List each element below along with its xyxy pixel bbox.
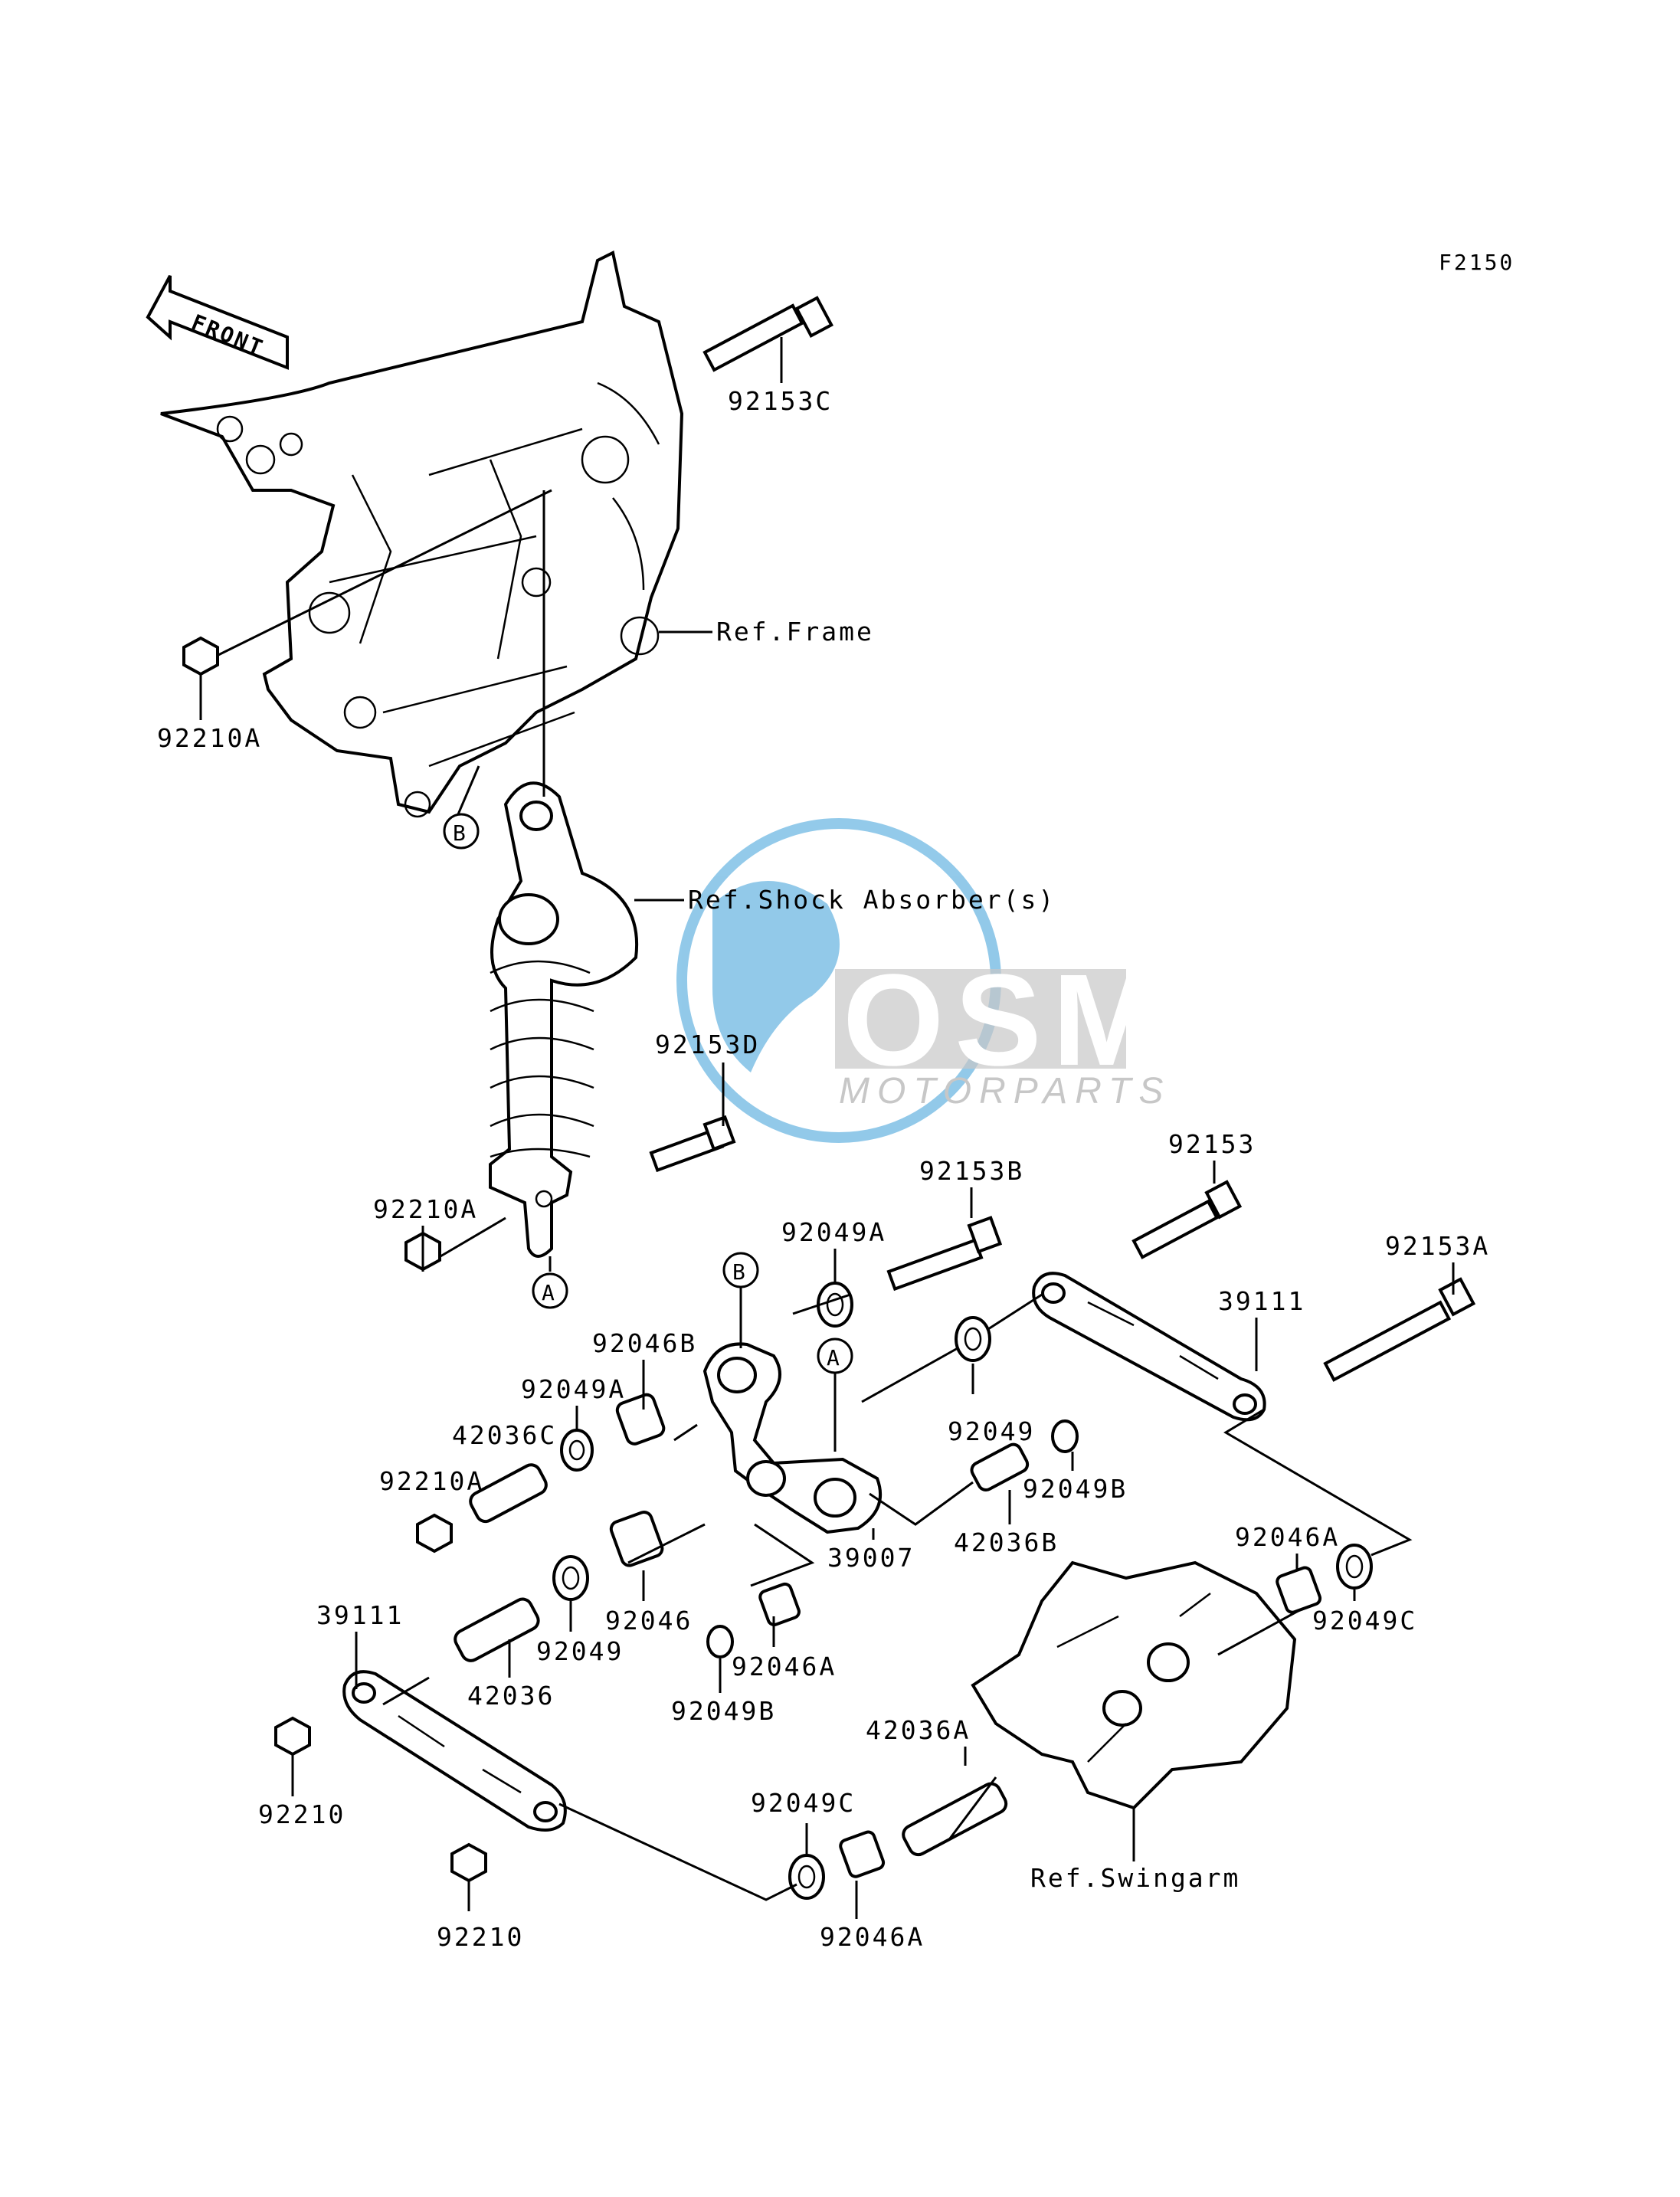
label-42036B: 42036B — [954, 1527, 1059, 1557]
callout-A-shock: A — [532, 1272, 568, 1309]
rocker-arm-39007-drawing — [702, 1342, 883, 1534]
label-92046B: 92046B — [592, 1328, 697, 1358]
label-ref-shock-absorber: Ref.Shock Absorber(s) — [688, 885, 1056, 915]
leader-lines — [199, 337, 1455, 1919]
callout-B-rocker: B — [722, 1252, 759, 1288]
label-92049-right: 92049 — [948, 1416, 1035, 1446]
label-92049B-right: 92049B — [1023, 1474, 1128, 1504]
callout-B-frame: B — [443, 813, 480, 850]
seal-92049B-right-icon — [1051, 1419, 1079, 1453]
label-92210-low: 92210 — [437, 1922, 524, 1952]
bolt-92153B-icon — [886, 1216, 1003, 1292]
label-92153D: 92153D — [655, 1030, 760, 1059]
tie-rod-left-drawing — [342, 1670, 567, 1832]
label-92210A-top: 92210A — [157, 723, 262, 753]
seal-92049-right-icon — [955, 1316, 991, 1362]
bolt-92153A-icon — [1323, 1277, 1476, 1382]
label-ref-swingarm: Ref.Swingarm — [1030, 1863, 1240, 1893]
bearing-92046B-icon — [615, 1393, 666, 1446]
label-42036: 42036 — [467, 1681, 555, 1711]
shock-absorber-drawing — [489, 781, 639, 1258]
bearing-92046A-low-icon — [839, 1830, 886, 1878]
watermark-logo: OSM MOTORPARTS — [676, 818, 1171, 1143]
collar-42036B-icon — [970, 1442, 1030, 1492]
label-92153A: 92153A — [1385, 1231, 1490, 1261]
bolt-92153D-icon — [649, 1115, 736, 1173]
svg-text:B: B — [453, 820, 466, 846]
label-42036C: 42036C — [452, 1420, 557, 1450]
label-92210A-mid: 92210A — [373, 1194, 478, 1224]
label-92210-left: 92210 — [258, 1799, 345, 1829]
svg-text:B: B — [732, 1259, 745, 1285]
nut-92210-left-icon — [274, 1716, 311, 1757]
label-92046: 92046 — [605, 1606, 693, 1635]
label-92153: 92153 — [1168, 1129, 1256, 1159]
label-39007: 39007 — [827, 1543, 915, 1573]
collar-42036C-icon — [469, 1463, 548, 1524]
front-arrow-icon: FRONT — [146, 275, 289, 370]
callout-A-rocker: A — [817, 1338, 853, 1374]
label-92046A-low: 92046A — [820, 1922, 925, 1952]
label-39111-right: 39111 — [1218, 1286, 1305, 1316]
nut-92210A-low-icon — [416, 1513, 453, 1554]
nut-92210-low-icon — [450, 1842, 487, 1883]
svg-text:A: A — [827, 1345, 840, 1370]
frame-drawing — [160, 250, 684, 818]
label-42036A: 42036A — [866, 1715, 971, 1745]
label-ref-frame: Ref.Frame — [716, 617, 874, 647]
seal-92049C-right-icon — [1336, 1544, 1373, 1590]
watermark-brand: OSM — [843, 948, 1171, 1093]
bolt-92153-icon — [1131, 1180, 1243, 1259]
bearing-92046A-right-icon — [1276, 1566, 1322, 1614]
watermark-subtitle: MOTORPARTS — [839, 1071, 1171, 1112]
seal-92049-low-icon — [552, 1555, 589, 1601]
label-92046A-right: 92046A — [1235, 1522, 1340, 1552]
seal-92049A-left-icon — [560, 1429, 594, 1472]
label-92049A-left: 92049A — [521, 1374, 626, 1404]
label-92049B-mid: 92049B — [671, 1696, 776, 1726]
collar-42036A-icon — [902, 1782, 1008, 1857]
label-92049C-low: 92049C — [751, 1788, 856, 1818]
label-92049A-top: 92049A — [781, 1217, 886, 1247]
diagram-code: F2150 — [1439, 250, 1515, 275]
bolt-92153C-icon — [702, 296, 833, 372]
label-92210A-low: 92210A — [379, 1466, 484, 1496]
seal-92049B-mid-icon — [706, 1625, 734, 1658]
label-92046A-mid: 92046A — [732, 1652, 837, 1681]
bearing-92046A-mid-icon — [758, 1582, 801, 1626]
seal-92049C-low-icon — [788, 1854, 825, 1900]
label-39111-left: 39111 — [316, 1600, 404, 1630]
svg-text:A: A — [542, 1280, 555, 1305]
collar-42036-icon — [454, 1597, 540, 1662]
label-92153B: 92153B — [919, 1156, 1024, 1186]
label-92153C: 92153C — [728, 386, 833, 416]
swingarm-drawing — [971, 1560, 1297, 1810]
label-92049-low: 92049 — [536, 1636, 624, 1666]
label-92049C-right: 92049C — [1312, 1606, 1417, 1635]
nut-92210A-top-icon — [182, 636, 219, 676]
